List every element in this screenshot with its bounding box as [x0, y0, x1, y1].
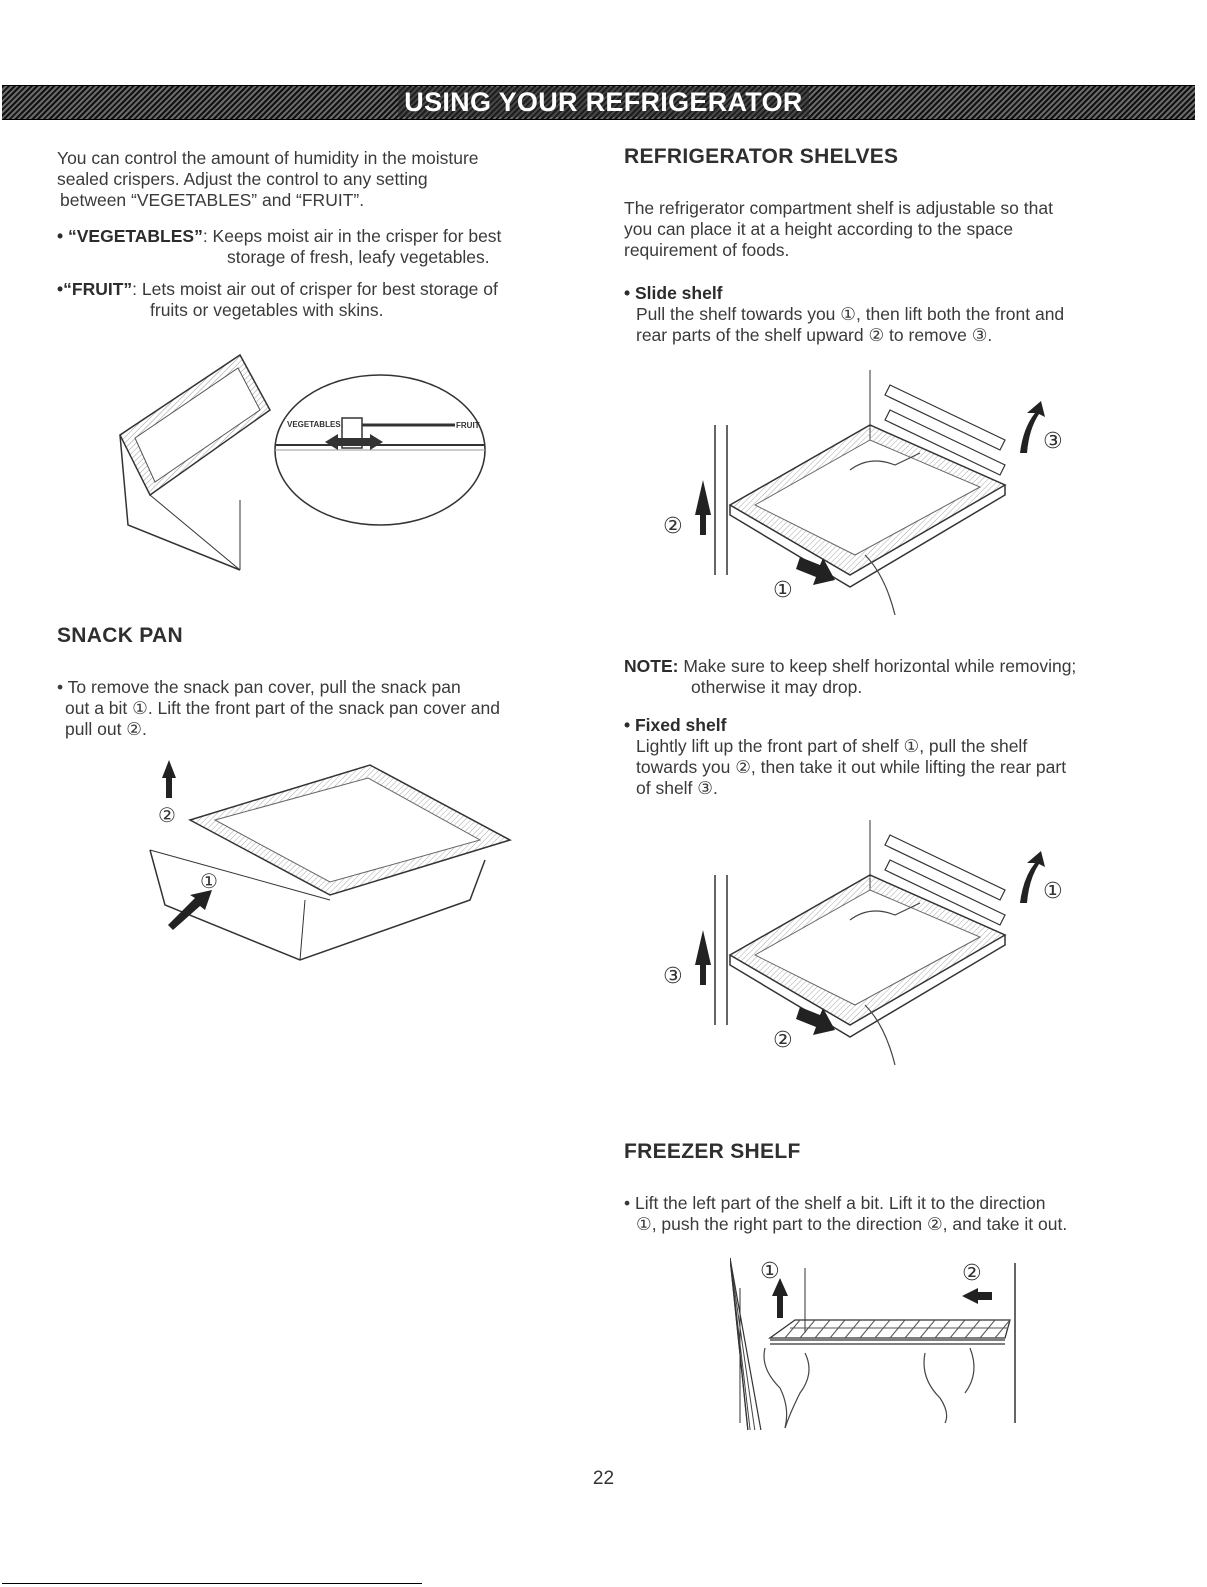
remove-arrow-icon	[1020, 401, 1045, 453]
fridge-shelves-heading: REFRIGERATOR SHELVES	[624, 145, 899, 168]
lift-arrow-icon	[695, 480, 711, 535]
vegetables-setting: • “VEGETABLES”: Keeps moist air in the c…	[57, 226, 502, 267]
pull-arrow-icon	[796, 1007, 835, 1035]
up-arrow-icon	[772, 1278, 788, 1318]
pull-arrow-icon	[168, 890, 212, 930]
left-arrow-icon	[962, 1288, 992, 1304]
fig1-mark-2: ②	[663, 514, 683, 539]
humidity-intro: You can control the amount of humidity i…	[57, 148, 479, 210]
dial-fruit-label: FRUIT	[456, 421, 480, 430]
pull-arrow-icon	[796, 557, 835, 585]
up-arrow-icon	[162, 760, 176, 798]
double-arrow-icon	[325, 434, 383, 450]
fig2-mark-3: ③	[663, 964, 683, 989]
fig2-mark-2: ②	[773, 1028, 793, 1053]
crisper-illustration: VEGETABLES FRUIT	[119, 353, 486, 571]
freezer-shelf-heading: FREEZER SHELF	[624, 1140, 801, 1163]
shelf-note: NOTE: Make sure to keep shelf horizontal…	[624, 656, 1077, 697]
wire-grid	[784, 1319, 1011, 1339]
fixed-shelf-instructions: • Fixed shelf Lightly lift up the front …	[624, 715, 1067, 798]
fig1-mark-3: ③	[1043, 429, 1063, 454]
fig2-mark-1: ①	[1043, 879, 1063, 904]
freezer-shelf-instructions: • Lift the left part of the shelf a bit.…	[624, 1193, 1068, 1234]
lift-front-arrow-icon	[1020, 851, 1045, 903]
slide-shelf-illustration: ② ① ③	[663, 370, 1063, 616]
snack-mark-1: ①	[200, 869, 218, 893]
snack-pan-illustration: ② ①	[149, 760, 512, 961]
dial-vegetables-label: VEGETABLES	[287, 420, 341, 429]
snack-mark-2: ②	[158, 803, 176, 827]
fig1-mark-1: ①	[773, 578, 793, 603]
freezer-mark-1: ①	[760, 1259, 780, 1284]
page-number: 22	[592, 1468, 615, 1489]
footer-rule	[2, 1583, 422, 1584]
snack-pan-heading: SNACK PAN	[57, 624, 183, 647]
freezer-mark-2: ②	[962, 1261, 982, 1286]
fruit-setting: •“FRUIT”: Lets moist air out of crisper …	[57, 279, 498, 320]
slide-shelf-instructions: • Slide shelf Pull the shelf towards you…	[624, 283, 1065, 345]
banner-title: USING YOUR REFRIGERATOR	[0, 86, 1207, 119]
fixed-shelf-illustration: ③ ② ①	[663, 820, 1063, 1066]
lift-arrow-icon	[695, 930, 711, 985]
fridge-shelves-intro: The refrigerator compartment shelf is ad…	[624, 198, 1053, 260]
snack-pan-instructions: • To remove the snack pan cover, pull th…	[57, 677, 500, 739]
freezer-shelf-illustration: ① ②	[730, 1258, 1016, 1430]
